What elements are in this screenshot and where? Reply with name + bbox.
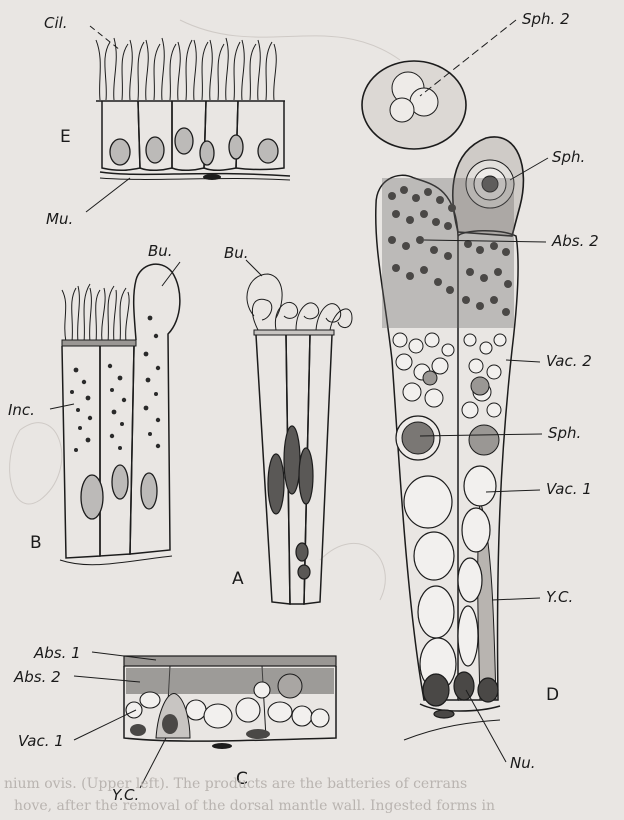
figure-label-b: B	[30, 533, 42, 553]
figure-b-three-cells: Bu. Inc. B	[8, 242, 180, 565]
label-abs2-d: Abs. 2	[551, 232, 599, 250]
label-vac1-d: Vac. 1	[546, 480, 592, 498]
label-sph-mid: Sph.	[548, 424, 581, 442]
label-inc: Inc.	[8, 401, 35, 419]
label-sph-top: Sph.	[552, 148, 585, 166]
label-yc-d: Y.C.	[546, 588, 573, 606]
bleed-caption-line1: nium ovis. (Upper left). The products ar…	[4, 776, 467, 792]
bulb-cilia	[247, 274, 352, 330]
figure-label-a: A	[232, 569, 244, 589]
cilia	[96, 38, 276, 100]
figure-e-ciliated-epithelium: Cil. E Mu.	[44, 14, 290, 228]
label-mu: Mu.	[46, 210, 73, 228]
label-abs1: Abs. 1	[33, 644, 81, 662]
figure-label-e: E	[60, 127, 71, 147]
figure-d-tall-cells: Sph. 2 Sph.	[362, 10, 599, 772]
nuclei	[110, 128, 278, 165]
label-vac2: Vac. 2	[546, 352, 592, 370]
label-nu: Nu.	[510, 754, 536, 772]
bleed-caption-line2: hove, after the removal of the dorsal ma…	[14, 798, 495, 814]
label-abs2-c: Abs. 2	[13, 668, 61, 686]
inclusions-b	[70, 316, 160, 452]
cilia-b	[62, 284, 129, 342]
nuclei-b	[81, 465, 157, 519]
label-bu-b: Bu.	[148, 242, 173, 260]
vac2-vacuoles	[393, 333, 506, 418]
label-vac1-c: Vac. 1	[18, 732, 64, 750]
label-cil: Cil.	[44, 14, 68, 32]
figure-label-d: D	[546, 685, 559, 705]
nuclei-a	[268, 426, 313, 579]
label-sph2: Sph. 2	[522, 10, 570, 28]
label-bu-a: Bu.	[224, 244, 249, 262]
